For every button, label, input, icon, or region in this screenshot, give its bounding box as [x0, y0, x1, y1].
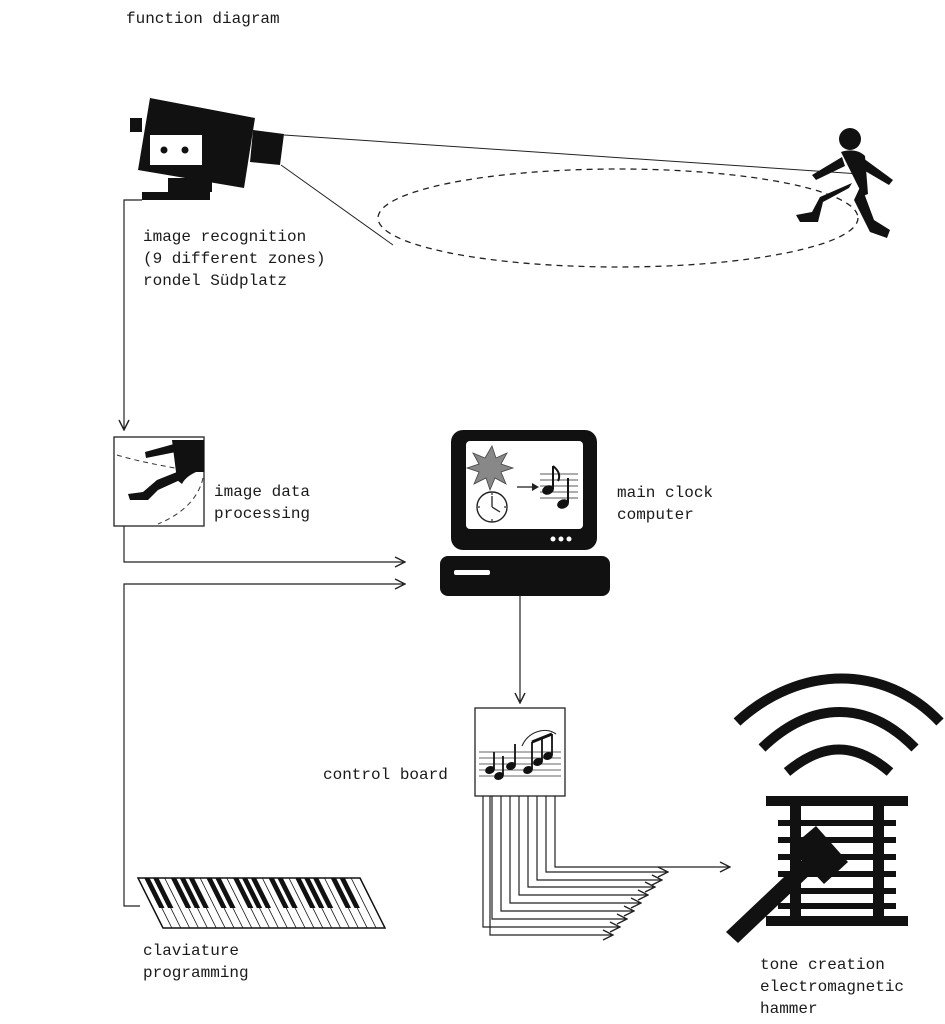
white-key-divider [350, 877, 377, 929]
black-key [268, 878, 289, 908]
white-key-divider [226, 877, 253, 929]
black-key [170, 878, 192, 908]
camera-view-line-bottom [280, 164, 394, 246]
starburst-icon [465, 445, 515, 492]
running-person-icon [796, 128, 893, 238]
white-key-divider [288, 877, 315, 929]
connector-claviature-to-computer [123, 584, 405, 907]
person-thumbnail-icon [113, 436, 205, 527]
white-key-divider [261, 877, 288, 929]
black-key [144, 878, 165, 908]
black-key [312, 878, 334, 908]
piano-keyboard-icon [136, 877, 387, 929]
black-key [250, 878, 272, 908]
label-control-board: control board [323, 766, 448, 784]
camera-view-line-top [283, 134, 861, 175]
black-key [188, 878, 209, 908]
diagram-title: function diagram [126, 10, 280, 28]
black-key [153, 878, 174, 908]
black-key [339, 878, 360, 908]
control-board-output-wires [482, 796, 730, 935]
clock-icon [476, 491, 508, 523]
black-key [241, 878, 263, 908]
video-camera-icon [130, 98, 284, 200]
label-image-recognition: image recognition (9 different zones) ro… [143, 228, 326, 290]
connector-camera-to-processing [124, 199, 142, 430]
music-notes-icon [540, 465, 578, 509]
label-claviature-programming: claviature programming [143, 942, 249, 982]
black-key [233, 878, 254, 908]
black-key [215, 878, 236, 908]
music-notes-board-icon [474, 707, 566, 797]
white-key-divider [324, 877, 350, 929]
black-key [206, 878, 227, 908]
black-key [277, 878, 298, 908]
dashed-ellipse-zone [377, 168, 859, 268]
black-key [179, 878, 201, 908]
electromagnetic-hammer-icon [726, 673, 944, 943]
label-image-data-processing: image data processing [214, 483, 311, 523]
label-tone-creation: tone creation electromagnetic hammer [760, 956, 905, 1018]
black-key [295, 878, 316, 908]
computer-icon [440, 430, 610, 596]
white-key-divider [199, 877, 226, 929]
black-key [304, 878, 325, 908]
sound-wave-icon [733, 673, 944, 776]
label-main-clock-computer: main clock computer [617, 484, 714, 524]
black-key [330, 878, 352, 908]
connector-processing-to-computer [123, 526, 405, 562]
white-key-divider [164, 877, 190, 929]
